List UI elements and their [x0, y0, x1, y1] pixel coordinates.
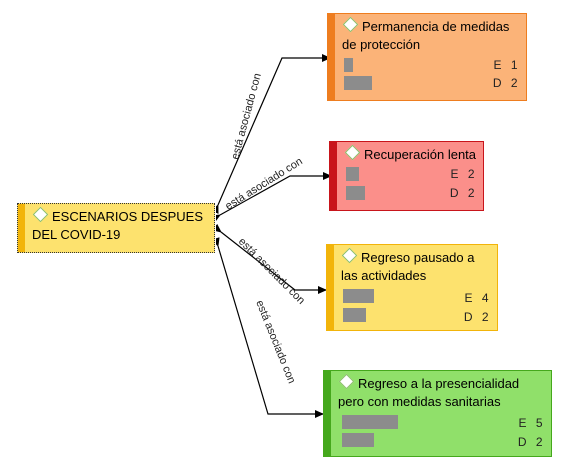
- e-letter: E: [464, 291, 473, 305]
- grounding-bar: [344, 58, 353, 72]
- d-count: 2: [535, 435, 543, 449]
- grounding-bar: [346, 167, 359, 181]
- node-stripe: [324, 371, 331, 456]
- node-stripe: [327, 245, 334, 330]
- diamond-icon: [344, 144, 361, 161]
- d-letter: D: [517, 435, 527, 449]
- grounding-bar: [342, 415, 398, 429]
- e-count: 2: [467, 167, 475, 181]
- density-bar: [342, 433, 374, 447]
- connector-line-4: [211, 237, 324, 418]
- diamond-icon: [32, 206, 49, 223]
- node-label: Regreso pausado a las actividades: [341, 250, 475, 283]
- diamond-icon: [338, 373, 355, 390]
- e-letter: E: [518, 416, 527, 430]
- density-bar: [346, 186, 365, 200]
- node-label: Regreso a la presencialidad pero con med…: [338, 376, 520, 409]
- diamond-icon: [342, 16, 359, 33]
- e-letter: E: [450, 167, 459, 181]
- node-label: Permanencia de medidas de protección: [342, 19, 510, 52]
- d-letter: D: [449, 186, 459, 200]
- d-count: 2: [510, 76, 518, 90]
- central-node-label: ESCENARIOS DESPUES DEL COVID-19: [32, 209, 203, 242]
- e-count: 4: [481, 291, 489, 305]
- density-bar: [343, 308, 366, 322]
- grounding-bar: [343, 289, 374, 303]
- diamond-icon: [341, 247, 358, 264]
- d-letter: D: [492, 76, 502, 90]
- node-stripe: [18, 204, 25, 252]
- edge-label-1: está asociado con: [229, 72, 264, 161]
- e-count: 5: [535, 416, 543, 430]
- d-count: 2: [481, 310, 489, 324]
- e-letter: E: [493, 58, 502, 72]
- connector-line-2: [211, 172, 332, 223]
- node-label: Recuperación lenta: [364, 147, 477, 162]
- e-count: 1: [510, 58, 518, 72]
- d-count: 2: [467, 186, 475, 200]
- node-regreso-presencialidad[interactable]: Regreso a la presencialidad pero con med…: [323, 370, 552, 457]
- density-bar: [344, 76, 372, 90]
- edge-label-3: está asociado con: [236, 236, 307, 307]
- node-stripe: [330, 142, 337, 210]
- node-stripe: [328, 14, 335, 100]
- connector-line-1: [211, 54, 331, 214]
- d-letter: D: [463, 310, 473, 324]
- edge-label-4: está asociado con: [253, 299, 297, 386]
- central-node[interactable]: ESCENARIOS DESPUES DEL COVID-19: [16, 202, 216, 254]
